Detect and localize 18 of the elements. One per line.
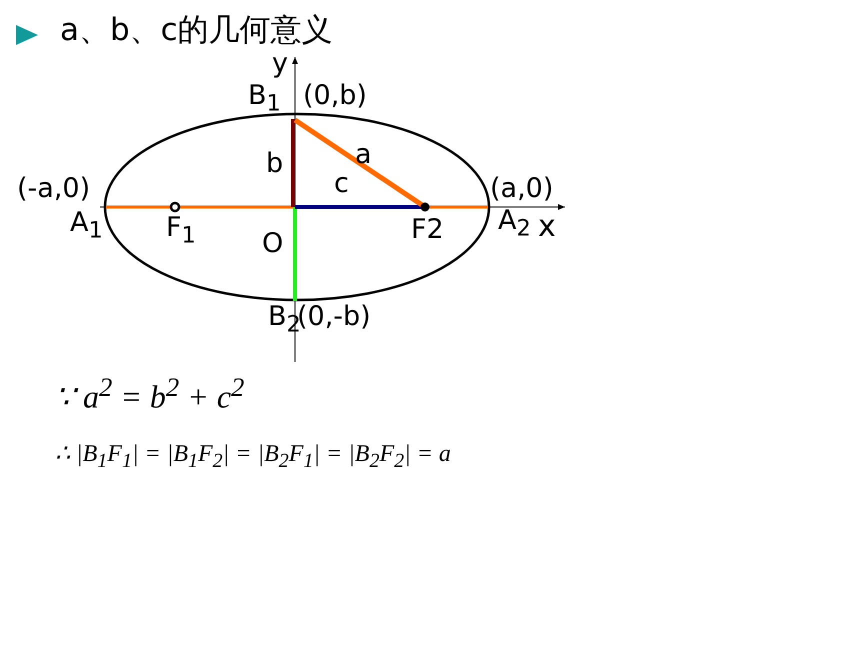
axis-label: y xyxy=(272,50,288,77)
segment-label: b xyxy=(266,150,284,177)
coordinate-label: (0,b) xyxy=(303,82,367,109)
coordinate-label: (a,0) xyxy=(490,175,554,202)
point-label: A$_{1}$ xyxy=(70,209,103,242)
point-label: A$_{2}$ xyxy=(498,207,531,240)
axis-label: x xyxy=(538,212,556,242)
coordinate-label: (-a,0) xyxy=(17,175,90,202)
title: a、b、c的几何意义 xyxy=(60,15,333,46)
origin-label: O xyxy=(262,230,284,257)
point-label: B$_{1}$ xyxy=(248,82,281,115)
point-label: F$_{1}$ xyxy=(166,214,196,247)
point-label: F2 xyxy=(411,216,444,243)
segment-label: a xyxy=(355,141,372,168)
formula: ∴ |B$_{1}$F$_{1}$| = |B$_{1}$F$_{2}$| = |B$_{2}$F$_{1}$| = |B$_{2}$F$_{2}$| = a xyxy=(55,442,451,471)
formula: ∵ a$^{2}$ = b$^{2}$ + c$^{2}$ xyxy=(55,374,244,413)
segment-label: c xyxy=(334,170,349,197)
coordinate-label: (0,-b) xyxy=(297,303,371,330)
